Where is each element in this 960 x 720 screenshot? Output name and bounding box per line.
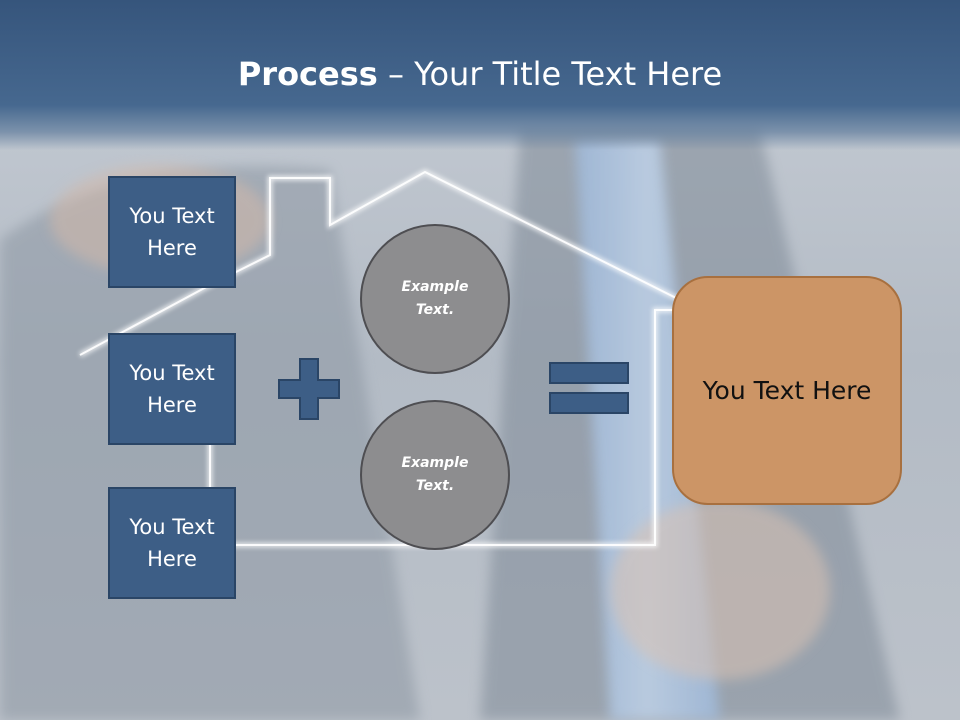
plus-icon — [278, 358, 340, 420]
title-bar — [0, 0, 960, 150]
text-box-1-line2: Here — [147, 236, 197, 260]
result-box: You Text Here — [672, 276, 902, 505]
equals-icon — [549, 362, 629, 414]
title-bold: Process — [237, 55, 378, 93]
slide-title: Process – Your Title Text Here — [0, 52, 960, 96]
text-box-2-line1: You Text — [129, 361, 215, 385]
example-circle-1-line2: Text. — [415, 302, 455, 318]
text-box-1-line1: You Text — [129, 204, 215, 228]
text-box-2-line2: Here — [147, 393, 197, 417]
example-circle-2-line2: Text. — [415, 478, 455, 494]
text-box-3-line1: You Text — [129, 515, 215, 539]
example-circle-1-line1: Example — [401, 279, 469, 295]
title-rest: – Your Title Text Here — [377, 55, 723, 93]
text-box-3-line2: Here — [147, 547, 197, 571]
result-box-label: You Text Here — [702, 375, 872, 405]
example-circle-2-line1: Example — [401, 455, 469, 471]
